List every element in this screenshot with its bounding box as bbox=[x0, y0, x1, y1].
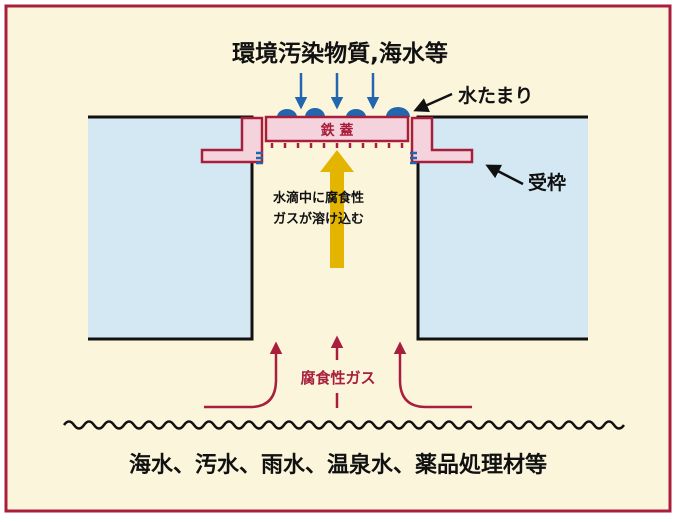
corrosive-gas-arrows bbox=[204, 335, 472, 409]
condensation-droplets bbox=[270, 143, 404, 148]
iron-lid bbox=[264, 115, 410, 143]
frame-gap-droplets bbox=[256, 151, 417, 165]
sources-text: 海水、汚水、雨水、温泉水、薬品処理材等 bbox=[129, 452, 547, 478]
corrosive-gas-label: 腐食性ガス bbox=[300, 369, 375, 387]
receiving-frame bbox=[200, 116, 474, 164]
pointer-arrow-icon bbox=[413, 92, 453, 112]
pointer-arrow-icon bbox=[485, 164, 524, 186]
droplet bbox=[305, 108, 325, 117]
frame-left bbox=[200, 116, 264, 164]
frame-label: 受枠 bbox=[528, 171, 566, 194]
water-puddles bbox=[277, 107, 410, 117]
title: 環境汚染物質,海水等 bbox=[232, 40, 448, 67]
droplet bbox=[277, 109, 297, 117]
ground-left-outline bbox=[88, 115, 254, 341]
dissolve-text-line1: 水滴中に腐食性 bbox=[273, 190, 364, 206]
ground bbox=[88, 115, 588, 341]
droplet bbox=[346, 109, 366, 117]
sea-wave bbox=[62, 420, 626, 430]
ground-right-outline bbox=[416, 115, 588, 341]
lid-label: 鉄 蓋 bbox=[321, 122, 354, 139]
arrow-up-icon bbox=[204, 341, 283, 409]
arrow-up-icon bbox=[393, 341, 472, 409]
dissolve-text-line2: ガスが溶け込む bbox=[273, 211, 364, 227]
droplet bbox=[386, 107, 410, 117]
puddle-label: 水たまり bbox=[458, 85, 533, 107]
pollutant-arrows bbox=[294, 73, 380, 110]
arrow-up-icon bbox=[320, 150, 354, 268]
